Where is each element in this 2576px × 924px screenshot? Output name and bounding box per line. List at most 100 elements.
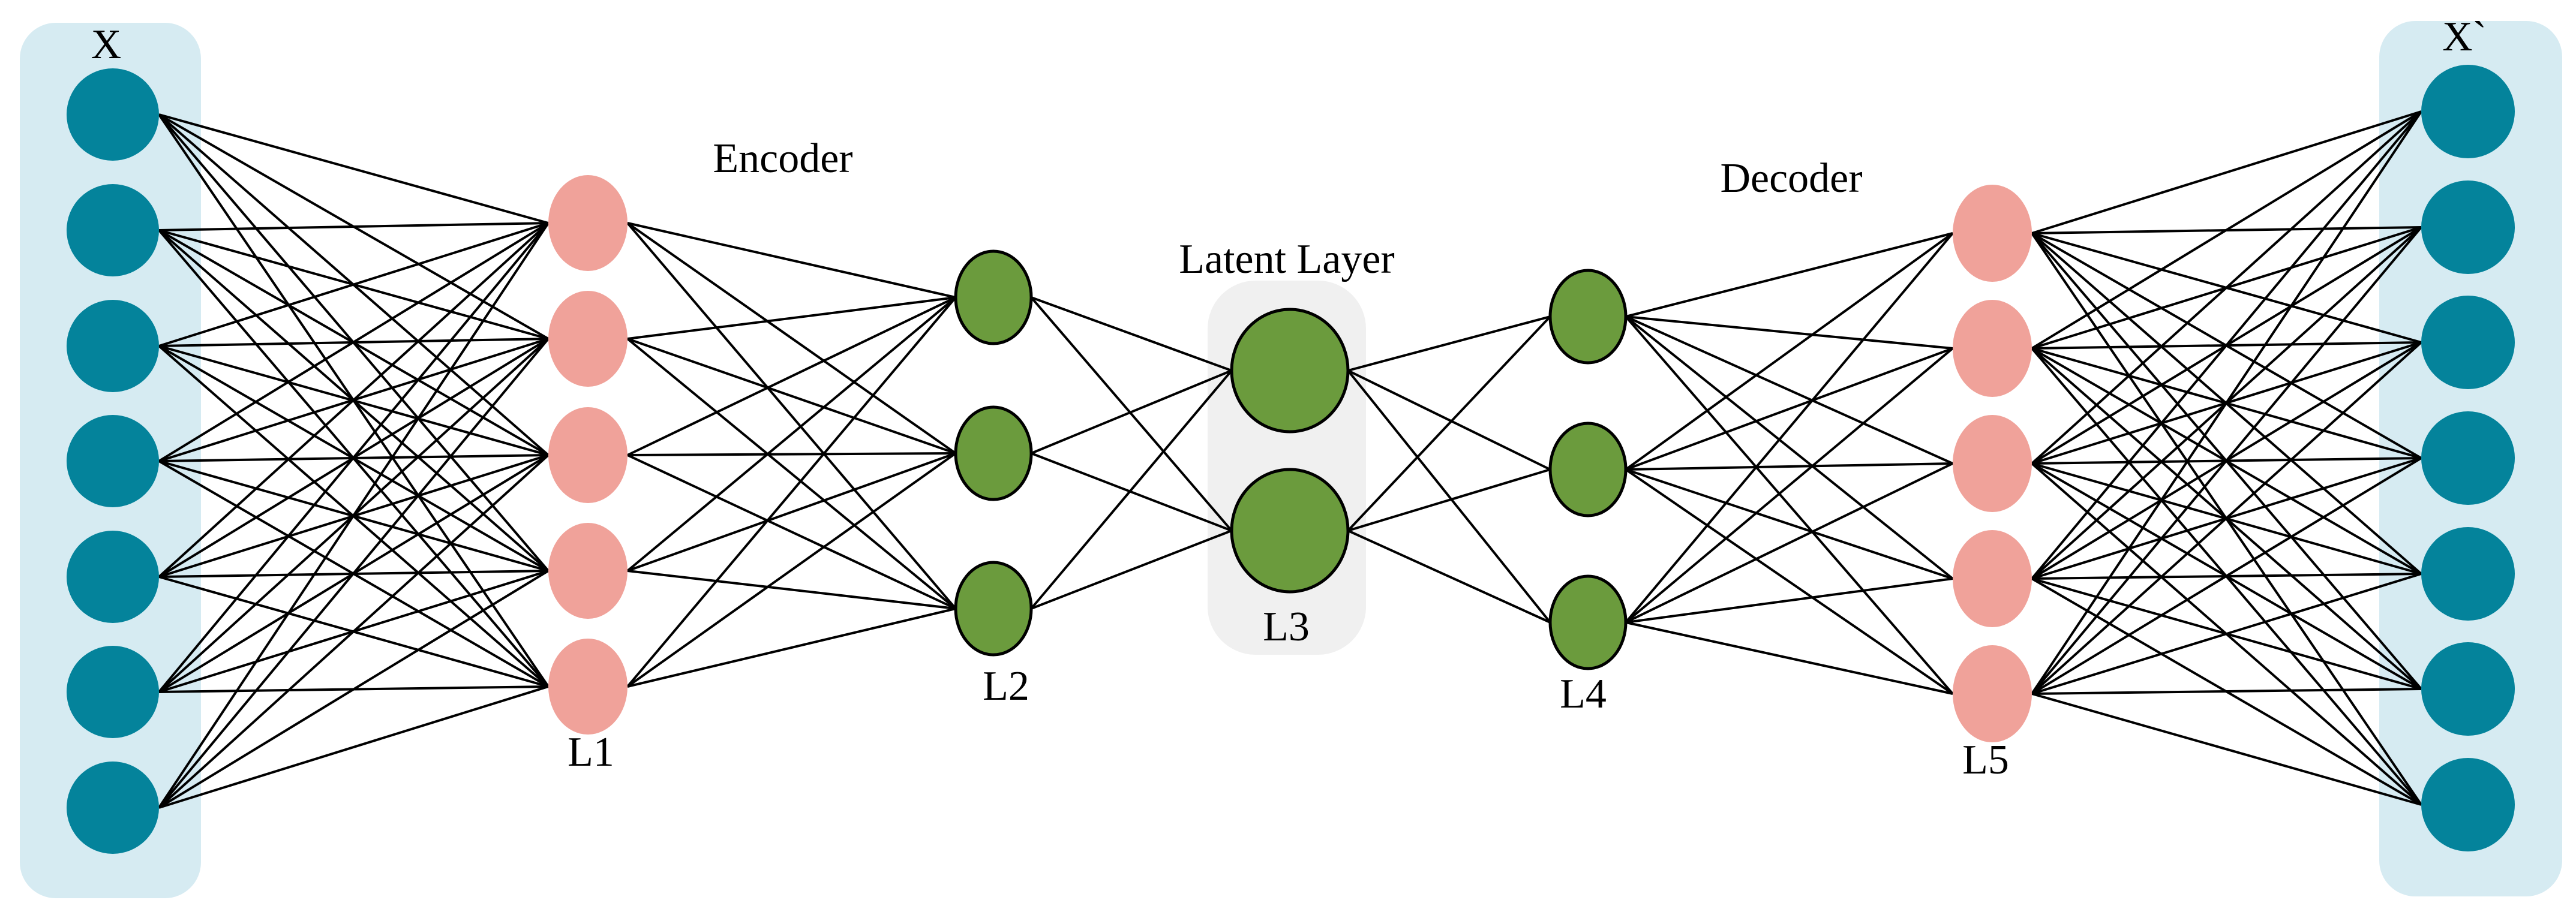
output-panel-label: X` [2442,14,2487,60]
edge-L1-3-to-L2-2 [627,452,956,456]
L2-node-3 [954,561,1033,657]
L4-node-2 [1548,422,1628,517]
L5-node-5 [1953,645,2032,742]
input-node-2 [67,184,159,276]
input-node-6 [67,646,159,738]
output-node-3 [2421,296,2515,389]
L4-label: L4 [1560,671,1607,717]
edge-L1-2-to-L2-1 [627,296,956,340]
input-node-4 [67,415,159,507]
edge-L1-5-to-L2-2 [626,452,957,688]
edges-layer [158,110,2422,809]
decoder-label: Decoder [1720,155,1862,201]
panels-layer [20,21,2562,898]
edge-L4-1-to-L5-3 [1625,315,1953,465]
edge-L5-5-to-output-6 [2031,688,2422,695]
L3-node-1 [1230,308,1350,434]
edge-L5-2-to-output-1 [2031,110,2422,350]
edge-input-2-to-L1-1 [158,222,549,231]
edge-L2-3-to-L3-1 [1030,369,1233,610]
latent-layer-label: Latent Layer [1179,236,1395,282]
L1-node-3 [548,407,628,503]
L1-label: L1 [568,729,614,775]
edge-L5-3-to-output-1 [2031,110,2422,465]
edge-input-6-to-L1-1 [158,222,550,693]
edge-L1-5-to-L2-3 [627,607,956,688]
edge-L1-1-to-L2-3 [626,222,957,610]
edge-L1-2-to-L2-3 [626,338,957,610]
edge-L1-1-to-L2-2 [626,222,957,455]
edge-L5-5-to-output-4 [2031,457,2422,695]
edge-L3-1-to-L4-2 [1347,369,1551,471]
edge-L3-2-to-L4-3 [1347,529,1551,624]
edge-L4-2-to-L5-4 [1625,468,1953,580]
edge-input-5-to-L1-1 [158,222,550,578]
edge-L1-2-to-L2-2 [627,338,956,455]
edge-L4-1-to-L5-1 [1625,232,1953,318]
edge-L4-1-to-L5-4 [1625,315,1954,580]
L5-label: L5 [1962,737,2009,783]
edge-L2-1-to-L3-2 [1030,296,1233,532]
edge-input-1-to-L1-1 [158,113,549,224]
edge-L4-1-to-L5-5 [1625,315,1954,695]
edge-L1-3-to-L2-1 [627,296,956,456]
edge-L1-4-to-L2-1 [626,296,957,572]
edge-L3-1-to-L4-1 [1347,315,1551,372]
L3-label: L3 [1263,604,1310,650]
edge-input-7-to-L1-3 [158,454,550,809]
edge-L1-3-to-L2-3 [627,454,956,610]
edge-L4-3-to-L5-2 [1625,347,1954,624]
edge-L4-3-to-L5-3 [1625,462,1953,624]
L3-node-2 [1230,468,1350,594]
edge-L4-1-to-L5-2 [1625,315,1953,350]
output-node-4 [2421,411,2515,505]
L5-node-3 [1953,415,2032,512]
edge-L5-5-to-output-3 [2031,341,2422,695]
edge-L4-2-to-L5-5 [1625,468,1954,695]
output-node-7 [2421,758,2515,851]
L1-node-5 [548,639,628,735]
edge-L3-2-to-L4-2 [1347,468,1551,532]
edge-input-7-to-L1-4 [158,570,550,809]
L5-node-2 [1953,300,2032,397]
edge-L3-2-to-L4-1 [1347,315,1551,532]
edge-L5-5-to-output-2 [2031,226,2422,695]
edge-L4-3-to-L5-1 [1625,232,1954,624]
output-node-5 [2421,527,2515,621]
nodes-layer [67,65,2515,854]
edge-input-7-to-L1-2 [158,338,550,809]
edge-L1-4-to-L2-3 [627,570,956,610]
edge-L5-4-to-output-1 [2031,110,2422,580]
L5-node-1 [1953,185,2032,282]
edge-L3-1-to-L4-3 [1347,369,1551,624]
L2-node-2 [954,405,1033,501]
edge-L2-3-to-L3-2 [1031,529,1232,610]
edge-L5-5-to-output-7 [2031,693,2422,806]
edge-input-7-to-L1-1 [158,222,550,809]
edge-L2-2-to-L3-2 [1031,452,1232,532]
edge-L4-2-to-L5-3 [1625,462,1953,471]
L1-node-2 [548,291,628,387]
input-node-5 [67,531,159,623]
output-node-6 [2421,642,2515,736]
edge-L5-5-to-output-5 [2031,573,2422,695]
edge-L1-1-to-L2-1 [627,222,956,299]
L2-label: L2 [983,663,1029,709]
input-panel-label: X [91,22,122,68]
edge-L4-3-to-L5-5 [1625,621,1953,695]
edge-L1-4-to-L2-2 [627,452,956,572]
input-node-1 [67,68,159,161]
L5-node-4 [1953,530,2032,627]
input-node-7 [67,762,159,854]
edge-L4-3-to-L5-4 [1625,577,1953,624]
encoder-label: Encoder [713,136,852,182]
L1-node-4 [548,523,628,619]
edge-L4-2-to-L5-2 [1625,347,1953,471]
edge-L5-1-to-output-1 [2031,110,2422,234]
edge-L4-2-to-L5-1 [1625,232,1954,471]
input-node-3 [67,300,159,392]
L4-node-3 [1548,574,1628,670]
